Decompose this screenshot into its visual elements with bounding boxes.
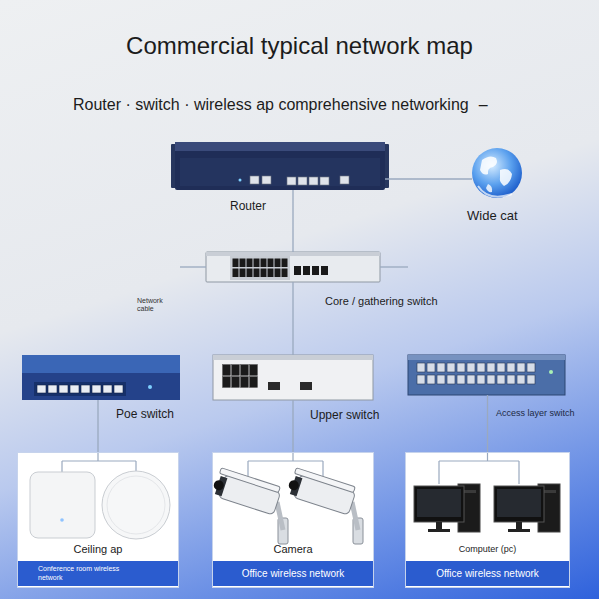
core-switch-device-part — [230, 256, 290, 280]
core-switch-device — [206, 252, 380, 282]
access-switch-device-part — [408, 355, 565, 360]
internet-globe-part — [486, 184, 492, 192]
panel-caption-bar: Conference room wireless network — [18, 561, 178, 586]
internet-globe-part — [478, 186, 512, 197]
router-device — [171, 142, 389, 190]
panel-bracket-part — [62, 452, 136, 472]
device-panel: Computer (pc) Office wireless network — [405, 452, 570, 588]
poe-switch-device-part — [34, 382, 126, 396]
dash-mark: – — [479, 95, 488, 114]
network-cable — [380, 266, 408, 267]
poe-switch-device — [22, 355, 180, 400]
upper-switch-device — [213, 355, 373, 400]
internet-globe — [472, 148, 522, 198]
router-device-part — [175, 142, 385, 190]
device-label: Camera — [213, 543, 373, 556]
upper-switch-device-part — [222, 364, 258, 388]
computer-icon-part — [414, 484, 480, 532]
access-switch-device-part — [416, 362, 536, 386]
network-cable — [292, 190, 293, 252]
ceiling-ap-icon-part — [30, 472, 95, 538]
panel-ground-part — [405, 452, 570, 588]
access-switch-device — [408, 355, 565, 395]
core-switch-device-part — [294, 266, 301, 275]
ceiling-ap-icon-part — [60, 518, 64, 522]
panel-caption-bar: Office wireless network — [406, 561, 569, 586]
subtitle: Router · switch · wireless ap comprehens… — [73, 95, 469, 114]
poe-switch-device-part — [22, 355, 180, 375]
router-device-part — [262, 176, 271, 184]
router-device-part — [250, 176, 259, 184]
core-switch-device-part — [312, 266, 319, 275]
cable-note: Network cable — [137, 297, 171, 314]
camera-icon — [210, 467, 363, 544]
poe-switch-device-part — [36, 384, 124, 394]
device-label: Router — [230, 199, 266, 213]
device-panel: Ceiling ap Conference room wireless netwo… — [17, 452, 179, 588]
router-device-part — [175, 142, 385, 151]
internet-globe-part — [480, 156, 497, 174]
internet-node: Wide cat — [472, 148, 522, 198]
core-switch-device-part — [232, 258, 288, 278]
core-switch-device-part — [321, 266, 328, 275]
router-device-part — [286, 176, 330, 186]
network-cable — [292, 400, 293, 452]
panel-bracket-part — [439, 452, 519, 484]
network-cable — [180, 266, 206, 267]
poe-switch-device-part — [148, 385, 152, 389]
device-label: Wide cat — [467, 208, 518, 224]
device-label: Upper switch — [310, 408, 379, 422]
core-switch-device-part — [206, 252, 380, 282]
poe-switch-node: Poe switch — [22, 355, 180, 400]
upper-switch-device-part — [268, 382, 280, 390]
router-device-part — [340, 176, 349, 184]
internet-globe-part — [472, 148, 522, 198]
device-label: Ceiling ap — [18, 543, 178, 556]
router-device-part — [180, 158, 380, 186]
router-node: Router — [175, 142, 385, 190]
upper-switch-device-part — [213, 355, 373, 400]
network-cable — [487, 395, 488, 452]
panel-caption-bar: Office wireless network — [213, 561, 373, 586]
camera-icon-part — [210, 467, 288, 544]
ceiling-ap-icon-part — [107, 476, 165, 534]
internet-globe-part — [500, 169, 512, 186]
network-cable — [97, 400, 98, 452]
core-switch-node: Core / gathering switch — [206, 252, 380, 282]
panel-ground-part — [17, 452, 179, 588]
computer-icon — [414, 484, 560, 532]
camera-icon-part — [285, 467, 363, 544]
poe-switch-device-part — [22, 373, 180, 400]
device-panel: CameraOffice wireless network — [212, 452, 374, 588]
upper-switch-device-part — [213, 355, 373, 360]
upper-switch-node: Upper switch — [213, 355, 373, 400]
device-label: Poe switch — [116, 407, 174, 421]
network-cable — [292, 282, 293, 355]
computer-icon-part — [494, 484, 560, 532]
network-cable — [385, 178, 472, 179]
diagram-title: Commercial typical network map — [0, 32, 599, 61]
access-switch-node: Access layer switch — [408, 355, 565, 395]
ceiling-ap-icon — [30, 471, 170, 539]
upper-switch-device-part — [300, 382, 312, 390]
panel-ground — [17, 452, 570, 588]
device-label: Computer (pc) — [406, 544, 569, 555]
device-label: Access layer switch — [496, 408, 575, 419]
ceiling-ap-icon-part — [102, 471, 170, 539]
router-device-part — [239, 179, 242, 182]
access-switch-device-part — [408, 355, 565, 395]
device-label: Core / gathering switch — [325, 295, 438, 308]
core-switch-device-part — [303, 266, 310, 275]
core-switch-device-part — [206, 252, 380, 256]
access-switch-device-part — [549, 370, 553, 374]
